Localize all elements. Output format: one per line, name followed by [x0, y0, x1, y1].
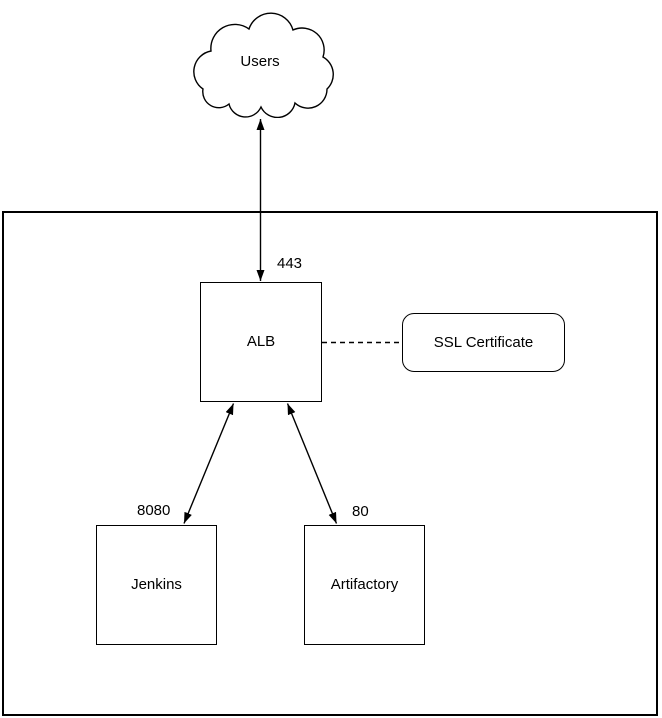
node-alb-label: ALB: [246, 333, 276, 350]
node-ssl-certificate-label: SSL Certificate: [433, 333, 534, 351]
port-label-80: 80: [352, 503, 369, 520]
node-ssl-certificate: SSL Certificate: [402, 313, 565, 372]
port-label-443: 443: [277, 255, 303, 272]
node-jenkins-label: Jenkins: [131, 576, 182, 593]
node-users: Users: [183, 5, 337, 118]
node-artifactory: Artifactory: [304, 525, 425, 645]
port-label-8080: 8080: [137, 502, 171, 519]
node-jenkins: Jenkins: [96, 525, 217, 645]
node-users-label: Users: [240, 53, 280, 70]
boundary-rectangle: [2, 211, 658, 716]
node-artifactory-label: Artifactory: [330, 576, 399, 593]
node-alb: ALB: [200, 282, 322, 402]
cloud-shape-icon: [193, 12, 334, 118]
